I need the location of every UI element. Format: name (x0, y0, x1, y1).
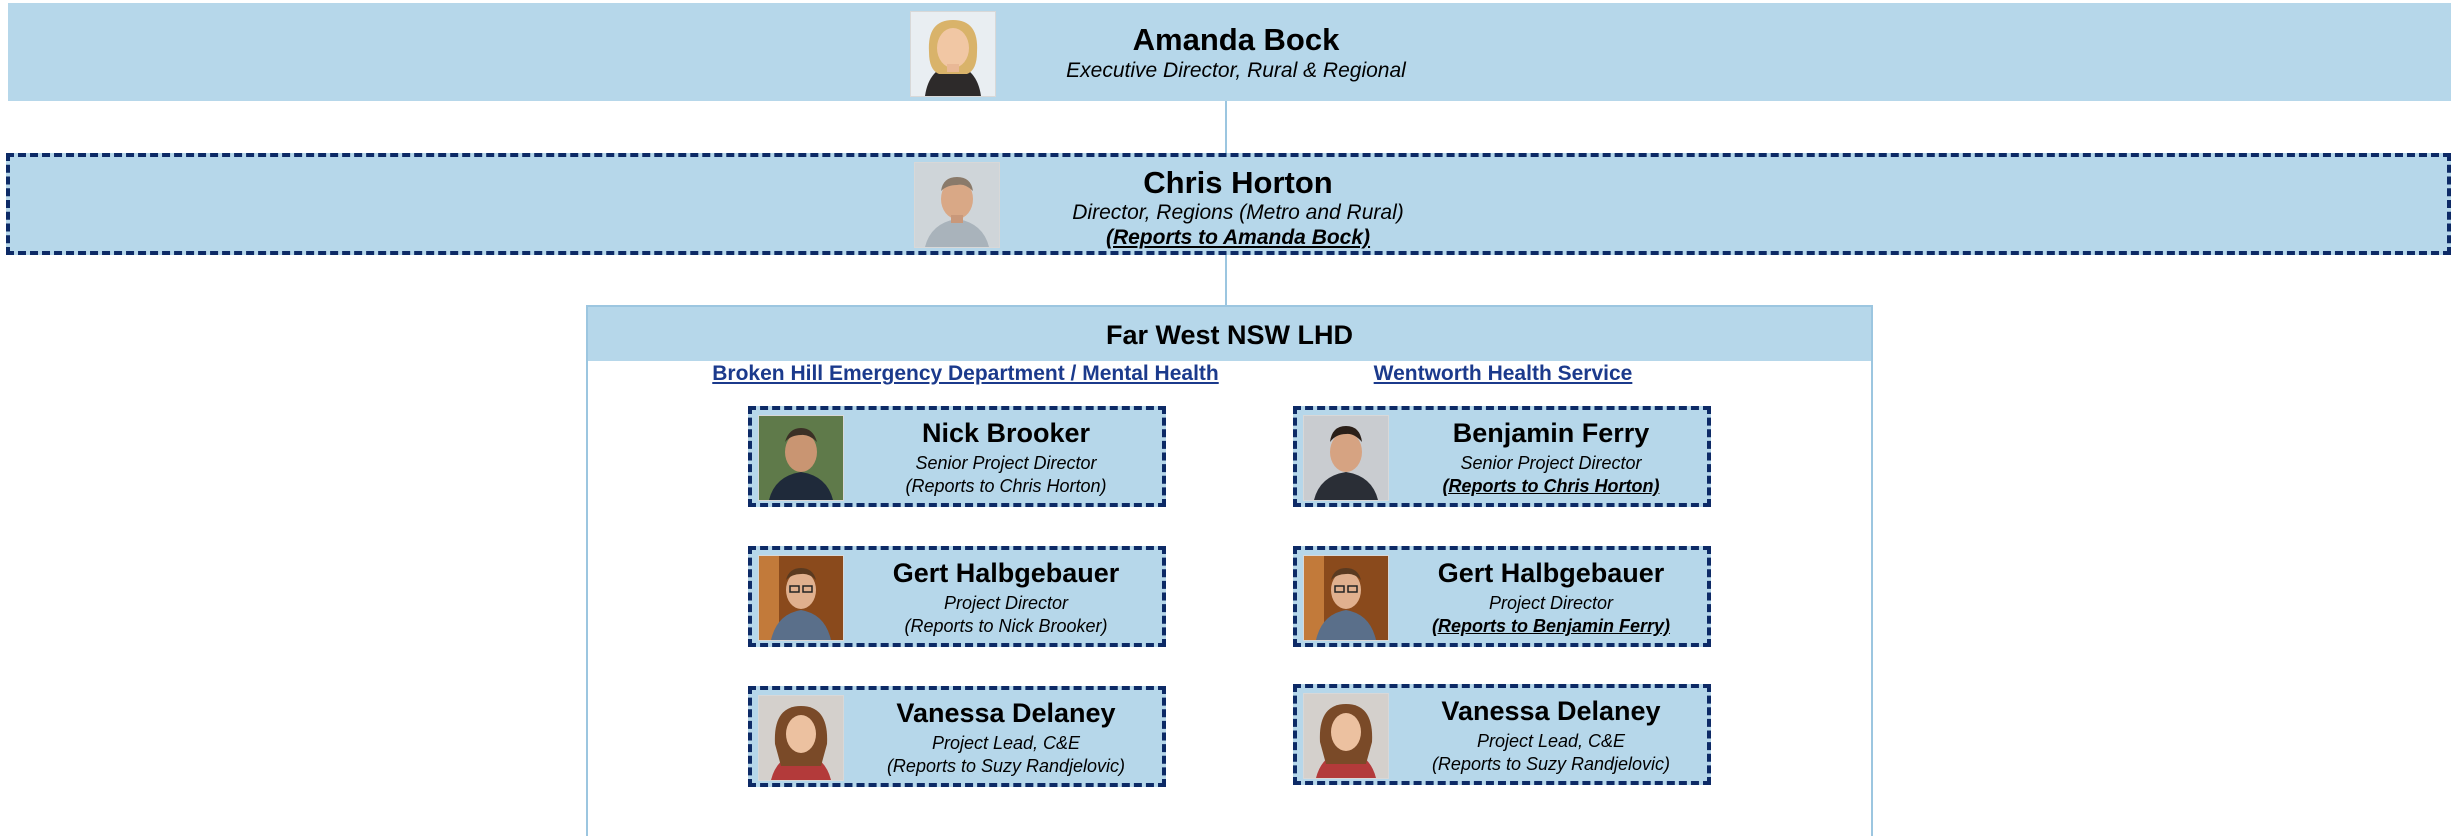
person-name: Nick Brooker (921, 418, 1091, 448)
person-name: Gert Halbgebauer (892, 558, 1120, 588)
connector-mid (1225, 255, 1227, 305)
executive-title: Executive Director, Rural & Regional (1066, 59, 1406, 82)
executive-name: Amanda Bock (1132, 22, 1340, 57)
person-reports-to: (Reports to Nick Brooker) (904, 616, 1108, 636)
person-name: Gert Halbgebauer (1437, 558, 1665, 588)
person-role: Project Director (1488, 593, 1614, 613)
connector-top (1225, 101, 1227, 153)
executive-box: Amanda Bock Executive Director, Rural & … (8, 3, 2451, 101)
amanda-bock-photo (910, 11, 996, 97)
vanessa-delaney-photo (1303, 693, 1389, 779)
person-card-nick-brooker: Nick Brooker Senior Project Director (Re… (748, 406, 1166, 507)
district-container: Far West NSW LHD (586, 305, 1873, 836)
person-name: Benjamin Ferry (1452, 418, 1650, 448)
person-card-vanessa-delaney-2: Vanessa Delaney Project Lead, C&E (Repor… (1293, 684, 1711, 785)
person-card-gert-halbgebauer-2: Gert Halbgebauer Project Director (Repor… (1293, 546, 1711, 647)
section-heading-wentworth: Wentworth Health Service (1373, 362, 1633, 385)
section-heading-broken-hill: Broken Hill Emergency Department / Menta… (712, 362, 1219, 385)
gert-halbgebauer-photo (758, 555, 844, 641)
person-role: Senior Project Director (915, 453, 1097, 473)
person-name: Vanessa Delaney (896, 698, 1116, 728)
person-card-vanessa-delaney: Vanessa Delaney Project Lead, C&E (Repor… (748, 686, 1166, 787)
person-role: Project Director (943, 593, 1069, 613)
director-name: Chris Horton (1143, 165, 1333, 200)
person-reports-to: (Reports to Suzy Randjelovic) (1431, 754, 1671, 774)
district-title: Far West NSW LHD (1105, 320, 1354, 350)
vanessa-delaney-photo (758, 695, 844, 781)
gert-halbgebauer-photo (1303, 555, 1389, 641)
director-title: Director, Regions (Metro and Rural) (1072, 201, 1404, 224)
person-name: Vanessa Delaney (1441, 696, 1661, 726)
person-card-benjamin-ferry: Benjamin Ferry Senior Project Director (… (1293, 406, 1711, 507)
director-reports-to: (Reports to Amanda Bock) (1105, 226, 1371, 249)
person-reports-to: (Reports to Benjamin Ferry) (1431, 616, 1671, 636)
person-card-gert-halbgebauer: Gert Halbgebauer Project Director (Repor… (748, 546, 1166, 647)
person-reports-to: (Reports to Chris Horton) (905, 476, 1107, 496)
person-role: Project Lead, C&E (931, 733, 1081, 753)
director-box: Chris Horton Director, Regions (Metro an… (6, 153, 2451, 255)
benjamin-ferry-photo (1303, 415, 1389, 501)
person-role: Project Lead, C&E (1476, 731, 1626, 751)
person-reports-to: (Reports to Chris Horton) (1442, 476, 1660, 496)
person-role: Senior Project Director (1460, 453, 1642, 473)
chris-horton-photo (914, 162, 1000, 248)
nick-brooker-photo (758, 415, 844, 501)
district-header: Far West NSW LHD (588, 307, 1871, 361)
person-reports-to: (Reports to Suzy Randjelovic) (886, 756, 1126, 776)
